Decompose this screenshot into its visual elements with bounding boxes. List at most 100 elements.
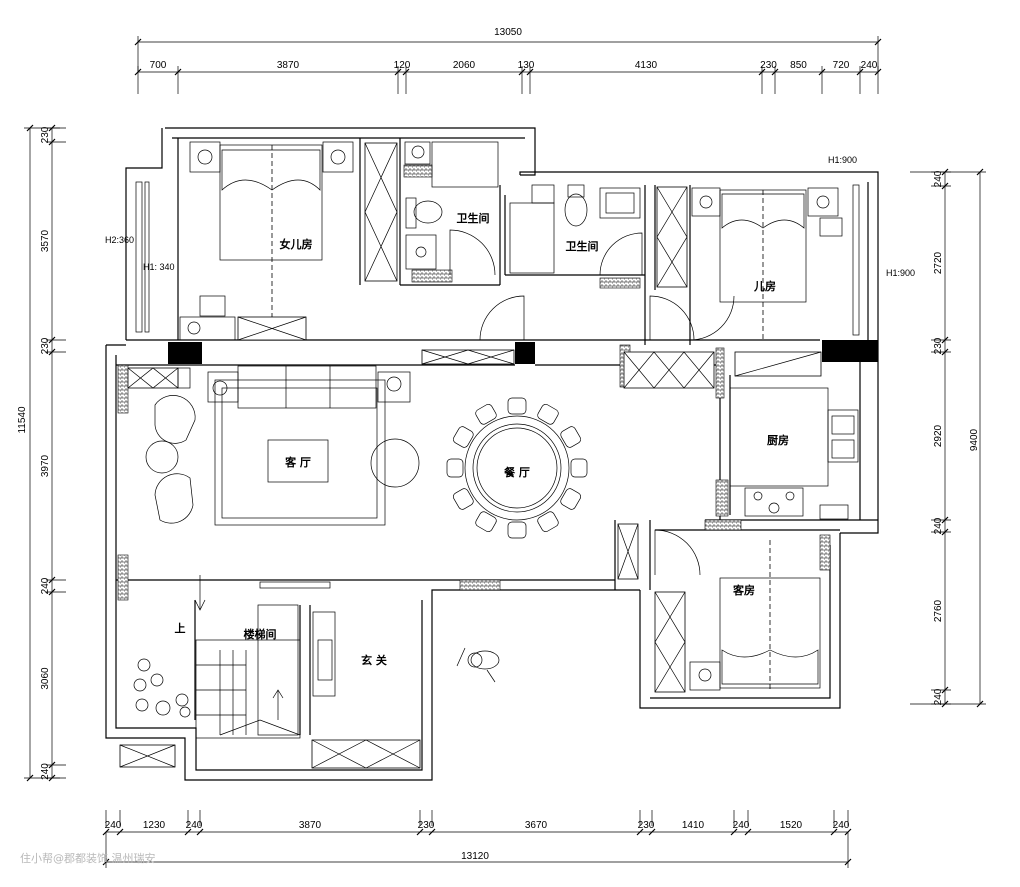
right-dim-label: 240 <box>933 170 944 187</box>
watermark: 住小帮@郡都装饰 温州瑞安 <box>20 851 156 865</box>
bottom-dim-tick-mark <box>184 828 192 836</box>
top-dim-tick-mark <box>134 68 142 76</box>
bottom-dim-tick-mark <box>636 828 644 836</box>
top-dim-label: 850 <box>790 60 807 71</box>
bottom-dim-label: 230 <box>418 820 435 831</box>
top-dim-tick-mark <box>518 68 526 76</box>
top-total-dimension: 13050 <box>494 27 522 38</box>
top-dim-label: 120 <box>394 60 411 71</box>
dining-chair <box>560 426 582 448</box>
outer-walls <box>105 127 879 781</box>
right-dim-label: 2760 <box>933 599 944 622</box>
left-dim-label: 240 <box>40 577 51 594</box>
left-dim-label: 240 <box>40 763 51 780</box>
top-dim-tick-mark <box>394 68 402 76</box>
columns <box>168 340 878 364</box>
right-dim-label: 240 <box>933 688 944 705</box>
left-dim-tick-mark <box>48 348 56 356</box>
bottom-dim-tick-mark <box>730 828 738 836</box>
dining-chair <box>452 488 474 510</box>
bottom-dim-label: 1230 <box>143 820 166 831</box>
dining-chair <box>507 521 527 539</box>
room-label-kitchen: 厨房 <box>767 433 789 447</box>
plant-pots <box>133 658 191 718</box>
right-dim-label: 2920 <box>933 424 944 447</box>
right-dim-tick-mark <box>941 182 949 190</box>
top-dim-tick-mark <box>174 68 182 76</box>
windows <box>135 181 860 589</box>
right-dim-tick-mark <box>941 348 949 356</box>
room-label-daughter: 女儿房 <box>280 237 313 251</box>
bottom-total-tick-mark <box>844 858 852 866</box>
right-dim-label: 2720 <box>933 251 944 274</box>
right-total-dimension: 9400 <box>969 428 980 451</box>
left-dim-label: 3970 <box>40 454 51 477</box>
right-dim-label: 240 <box>933 517 944 534</box>
left-total-tick-mark <box>26 124 34 132</box>
daughter-room-furniture <box>179 141 398 341</box>
top-dim-tick-mark <box>758 68 766 76</box>
top-total-tick-mark <box>134 38 142 46</box>
top-dim-tick-mark <box>818 68 826 76</box>
stair-up-label: 上 <box>175 621 186 635</box>
top-dim-label: 240 <box>861 60 878 71</box>
top-dim-tick-mark <box>771 68 779 76</box>
top-dim-label: 230 <box>760 60 777 71</box>
room-label-guest: 客房 <box>732 583 755 597</box>
left-dim-label: 3060 <box>40 667 51 690</box>
note-h2: H2:360 <box>105 235 134 245</box>
dining-chair <box>452 426 474 448</box>
left-dim-tick-mark <box>48 761 56 769</box>
room-label-dining: 餐 厅 <box>503 465 530 479</box>
dining-chair <box>560 488 582 510</box>
top-dim-tick-mark <box>856 68 864 76</box>
dining-chair <box>537 403 559 425</box>
top-dim-label: 720 <box>833 60 850 71</box>
right-dim-tick-mark <box>941 336 949 344</box>
right-dim-tick-mark <box>941 686 949 694</box>
room-label-living: 客 厅 <box>284 455 311 469</box>
room-label-stair: 楼梯间 <box>244 627 277 641</box>
room-label-entry: 玄 关 <box>361 653 387 667</box>
note-h1-left: H1: 340 <box>143 262 175 272</box>
left-dim-tick-mark <box>48 576 56 584</box>
bottom-dim-label: 240 <box>733 820 750 831</box>
person-figure <box>456 647 500 683</box>
left-total-tick-mark <box>26 774 34 782</box>
son-room-furniture <box>691 187 843 340</box>
bottom-dim-tick-mark <box>428 828 436 836</box>
bottom-dim-label: 240 <box>833 820 850 831</box>
bottom-dim-tick-mark <box>830 828 838 836</box>
left-dim-tick-mark <box>48 336 56 344</box>
bottom-dim-tick-mark <box>116 828 124 836</box>
dining-chair <box>507 397 527 415</box>
left-dim-tick-mark <box>48 588 56 596</box>
top-dim-label: 700 <box>150 60 167 71</box>
living-room-furniture <box>127 349 515 526</box>
dining-furniture <box>446 397 588 539</box>
bath2-fixtures <box>509 184 688 288</box>
dining-chair <box>537 511 559 533</box>
kitchen-fixtures <box>623 351 859 520</box>
room-label-son: 儿房 <box>753 279 776 293</box>
bottom-dim-tick-mark <box>416 828 424 836</box>
bath1-fixtures <box>404 141 499 276</box>
bottom-dim-label: 1520 <box>780 820 803 831</box>
bottom-dim-label: 3870 <box>299 820 322 831</box>
brick-walls <box>117 164 831 601</box>
dining-chair <box>446 458 464 478</box>
left-dim-tick-mark <box>48 138 56 146</box>
left-total-dimension: 11540 <box>17 406 28 434</box>
right-dim-label: 230 <box>933 337 944 354</box>
bottom-dim-label: 3670 <box>525 820 548 831</box>
left-dim-label: 230 <box>40 337 51 354</box>
bottom-total-tick-mark <box>102 858 110 866</box>
bottom-dim-label: 240 <box>105 820 122 831</box>
bottom-dim-tick-mark <box>196 828 204 836</box>
right-dim-tick-mark <box>941 516 949 524</box>
top-total-tick-mark <box>874 38 882 46</box>
room-label-bath2: 卫生间 <box>566 239 599 253</box>
left-dim-label: 230 <box>40 126 51 143</box>
